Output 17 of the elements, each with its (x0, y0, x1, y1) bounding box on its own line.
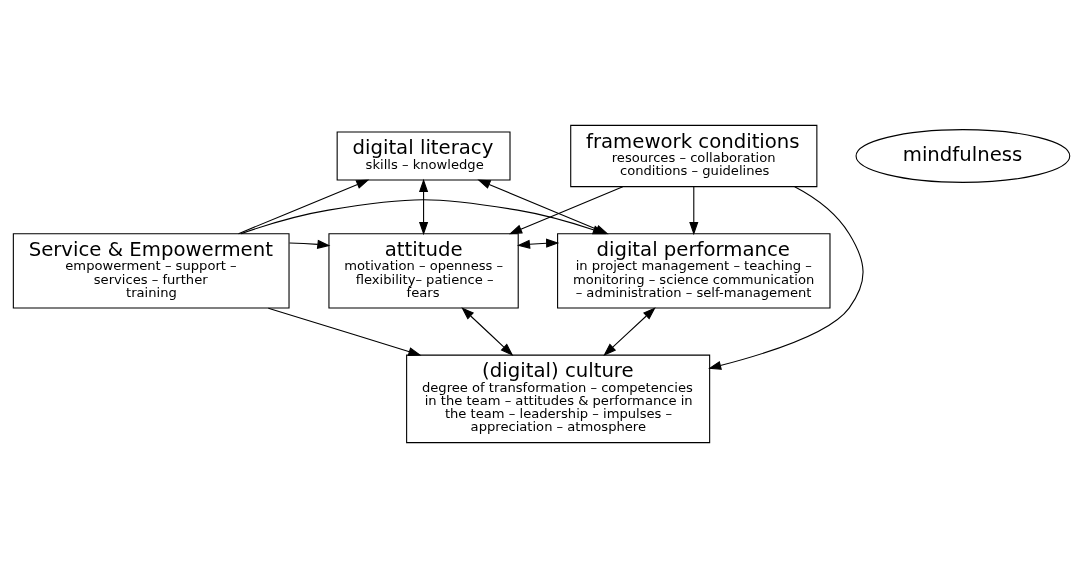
arrow (238, 179, 370, 234)
arrow (240, 198, 606, 234)
node-box: Service & Empowerment empowerment – support – services – further training (12, 232, 290, 309)
node-ellipse: mindfulness (855, 128, 1071, 183)
arrow (516, 238, 560, 249)
node-box: (digital) culture degree of transformation – competencies in the team – attitudes & performance in the team – leadership – impulses – appreciation – atmosphere (406, 354, 711, 443)
node-box: framework conditions resources – collaboration conditions – guidelines (570, 124, 818, 187)
arrow (708, 185, 864, 370)
arrow (267, 307, 422, 356)
node-box: digital literacy skills – knowledge (336, 130, 511, 181)
arrow (288, 239, 331, 249)
arrow (419, 178, 429, 235)
node-box: attitude motivation – openness – flexibility– patience – fears (328, 232, 519, 309)
node-box: digital performance in project management – teaching – monitoring – science communication – administration – self-management (557, 232, 831, 309)
arrow (461, 306, 514, 356)
arrow (603, 306, 656, 356)
arrow (689, 185, 699, 235)
